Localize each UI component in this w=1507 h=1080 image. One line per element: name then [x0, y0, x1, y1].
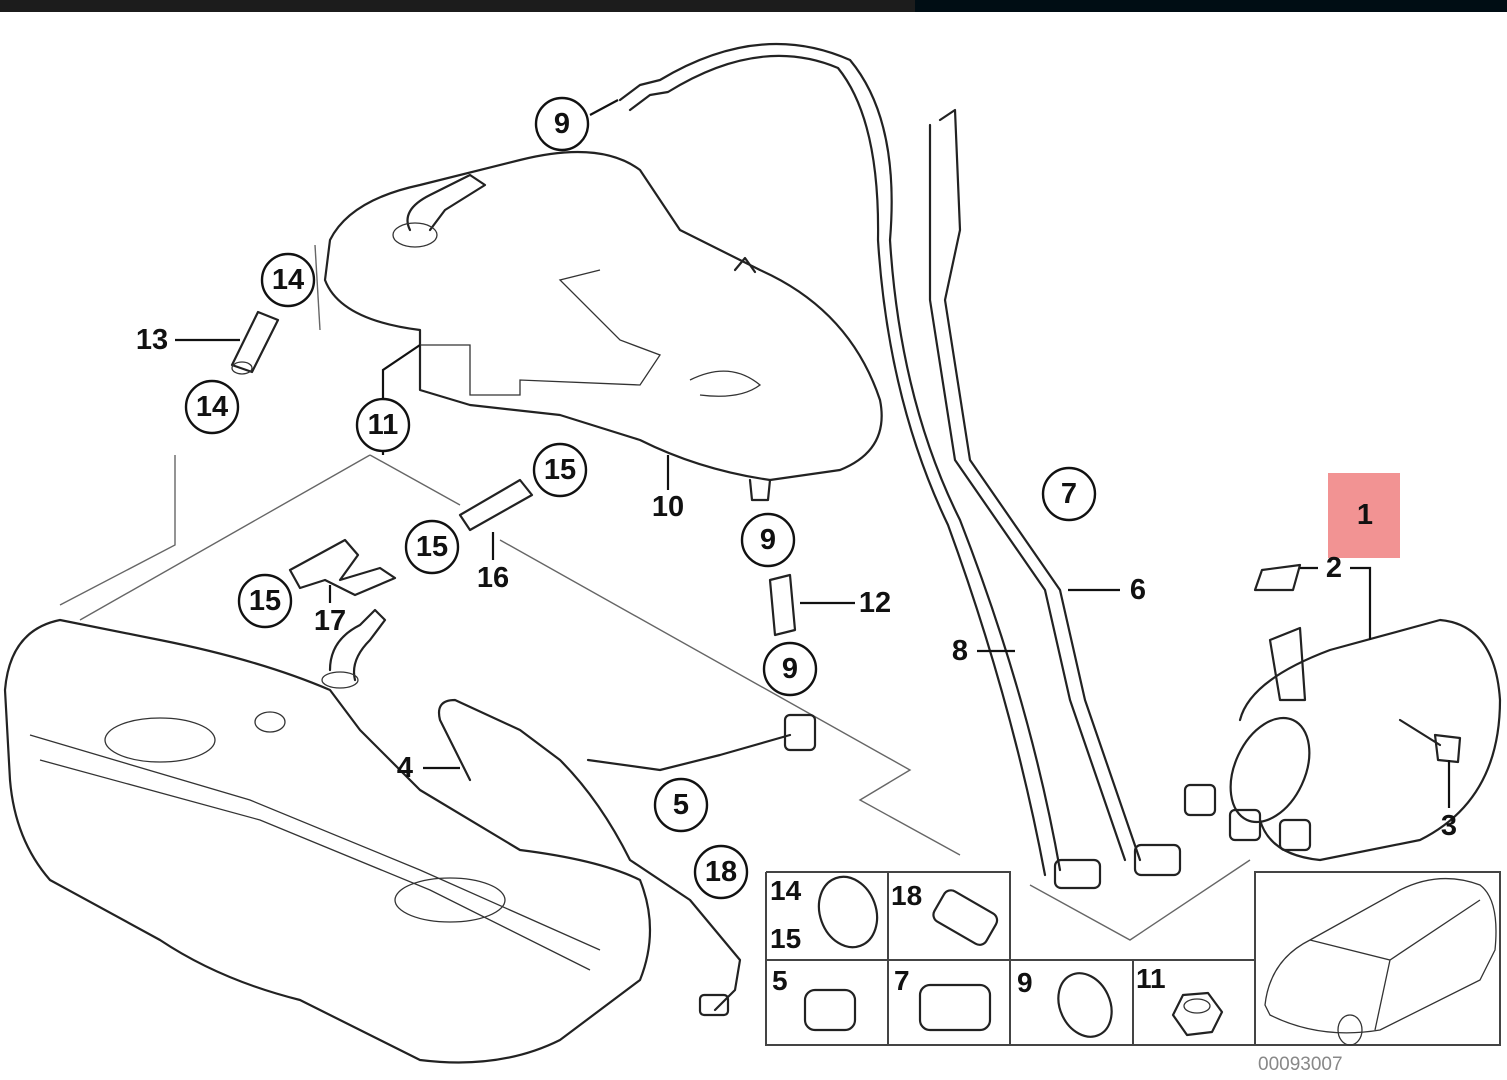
- callout-label: 16: [477, 562, 509, 594]
- callout-14: 14: [260, 252, 316, 308]
- callout-label: 14: [196, 391, 228, 423]
- hose-lines: [618, 42, 1182, 890]
- callout-label: 9: [760, 524, 776, 556]
- callout-16: 16: [477, 562, 509, 594]
- callout-circle: [693, 844, 749, 900]
- callout-label: 15: [544, 454, 576, 486]
- callout-label: 10: [652, 491, 684, 523]
- callout-label: 13: [136, 324, 168, 356]
- callout-circle: [653, 777, 709, 833]
- callout-circle: [534, 96, 590, 152]
- callout-circle: [260, 252, 316, 308]
- callout-14: 14: [184, 379, 240, 435]
- callout-9: 9: [762, 641, 818, 697]
- top-bar-left: [0, 0, 915, 12]
- fuel-lines: [437, 698, 817, 1017]
- callout-12: 12: [859, 587, 891, 619]
- callout-label: 12: [859, 587, 891, 619]
- callout-15: 15: [532, 442, 588, 498]
- callouts: 9 14 14 13 11 10 15 15 16 15 17 9 12 9 7 6 8 4 5 18 2 3 1: [136, 96, 1457, 900]
- callout-label: 1: [1357, 499, 1373, 531]
- callout-3: 3: [1441, 810, 1457, 842]
- hose-clamp-icon: [817, 875, 879, 949]
- inset-label-9: 9: [1017, 967, 1033, 998]
- callout-circle: [532, 442, 588, 498]
- callout-7: 7: [1041, 466, 1097, 522]
- callout-6: 6: [1130, 574, 1146, 606]
- callout-circle: [237, 573, 293, 629]
- diagram-code: 00093007: [1258, 1054, 1343, 1075]
- inset-label-15: 15: [770, 923, 801, 954]
- inset-label-7: 7: [894, 965, 910, 996]
- car-locator-icon: [1264, 877, 1497, 1046]
- callout-18: 18: [693, 844, 749, 900]
- callout-15: 15: [404, 519, 460, 575]
- callout-label: 9: [782, 653, 798, 685]
- callout-label: 7: [1061, 478, 1077, 510]
- callout-1: 1: [1357, 499, 1373, 531]
- callout-label: 6: [1130, 574, 1146, 606]
- leader-lines: [175, 99, 1451, 808]
- callout-circle: [184, 379, 240, 435]
- worm-clamp-icon: [1057, 972, 1113, 1038]
- inset-grid: 14 15 18 5 7 9 11 00093007: [765, 871, 1501, 1075]
- callout-label: 9: [554, 108, 570, 140]
- top-bar-right: [915, 0, 1507, 12]
- callout-label: 18: [705, 856, 737, 888]
- inset-label-5: 5: [772, 965, 788, 996]
- callout-circle: [740, 512, 796, 568]
- callout-9: 9: [534, 96, 590, 152]
- callout-17: 17: [314, 605, 346, 637]
- highlight-box: [1328, 473, 1400, 558]
- callout-label: 5: [673, 789, 689, 821]
- inset-label-14: 14: [770, 875, 802, 906]
- callout-label: 15: [416, 531, 448, 563]
- callout-label: 3: [1441, 810, 1457, 842]
- guide-lines: [59, 244, 1251, 941]
- callout-circle: [762, 641, 818, 697]
- callout-5: 5: [653, 777, 709, 833]
- inset-label-11: 11: [1136, 963, 1166, 994]
- callout-2: 2: [1326, 552, 1342, 584]
- callout-9: 9: [740, 512, 796, 568]
- callout-label: 15: [249, 585, 281, 617]
- callout-8: 8: [952, 635, 968, 667]
- callout-circle: [355, 397, 411, 453]
- callout-label: 11: [368, 409, 399, 441]
- expansion-tank: [323, 150, 883, 502]
- clip-7-icon: [918, 983, 992, 1032]
- callout-4: 4: [397, 752, 413, 784]
- callout-11: 11: [355, 397, 411, 453]
- clip-5-icon: [803, 988, 857, 1032]
- fuel-tank: [3, 608, 652, 1064]
- hex-nut-icon: [1171, 991, 1224, 1037]
- callout-circle: [1041, 466, 1097, 522]
- fuel-filter: [1183, 563, 1502, 862]
- callout-13: 13: [136, 324, 168, 356]
- callout-15: 15: [237, 573, 293, 629]
- callout-label: 4: [397, 752, 413, 784]
- clip-18-icon: [932, 889, 999, 946]
- callout-circle: [404, 519, 460, 575]
- callout-label: 14: [272, 264, 304, 296]
- callout-label: 2: [1326, 552, 1342, 584]
- callout-10: 10: [652, 491, 684, 523]
- callout-label: 17: [314, 605, 346, 637]
- inset-label-18: 18: [891, 880, 922, 911]
- callout-label: 8: [952, 635, 968, 667]
- small-hoses: [230, 310, 797, 637]
